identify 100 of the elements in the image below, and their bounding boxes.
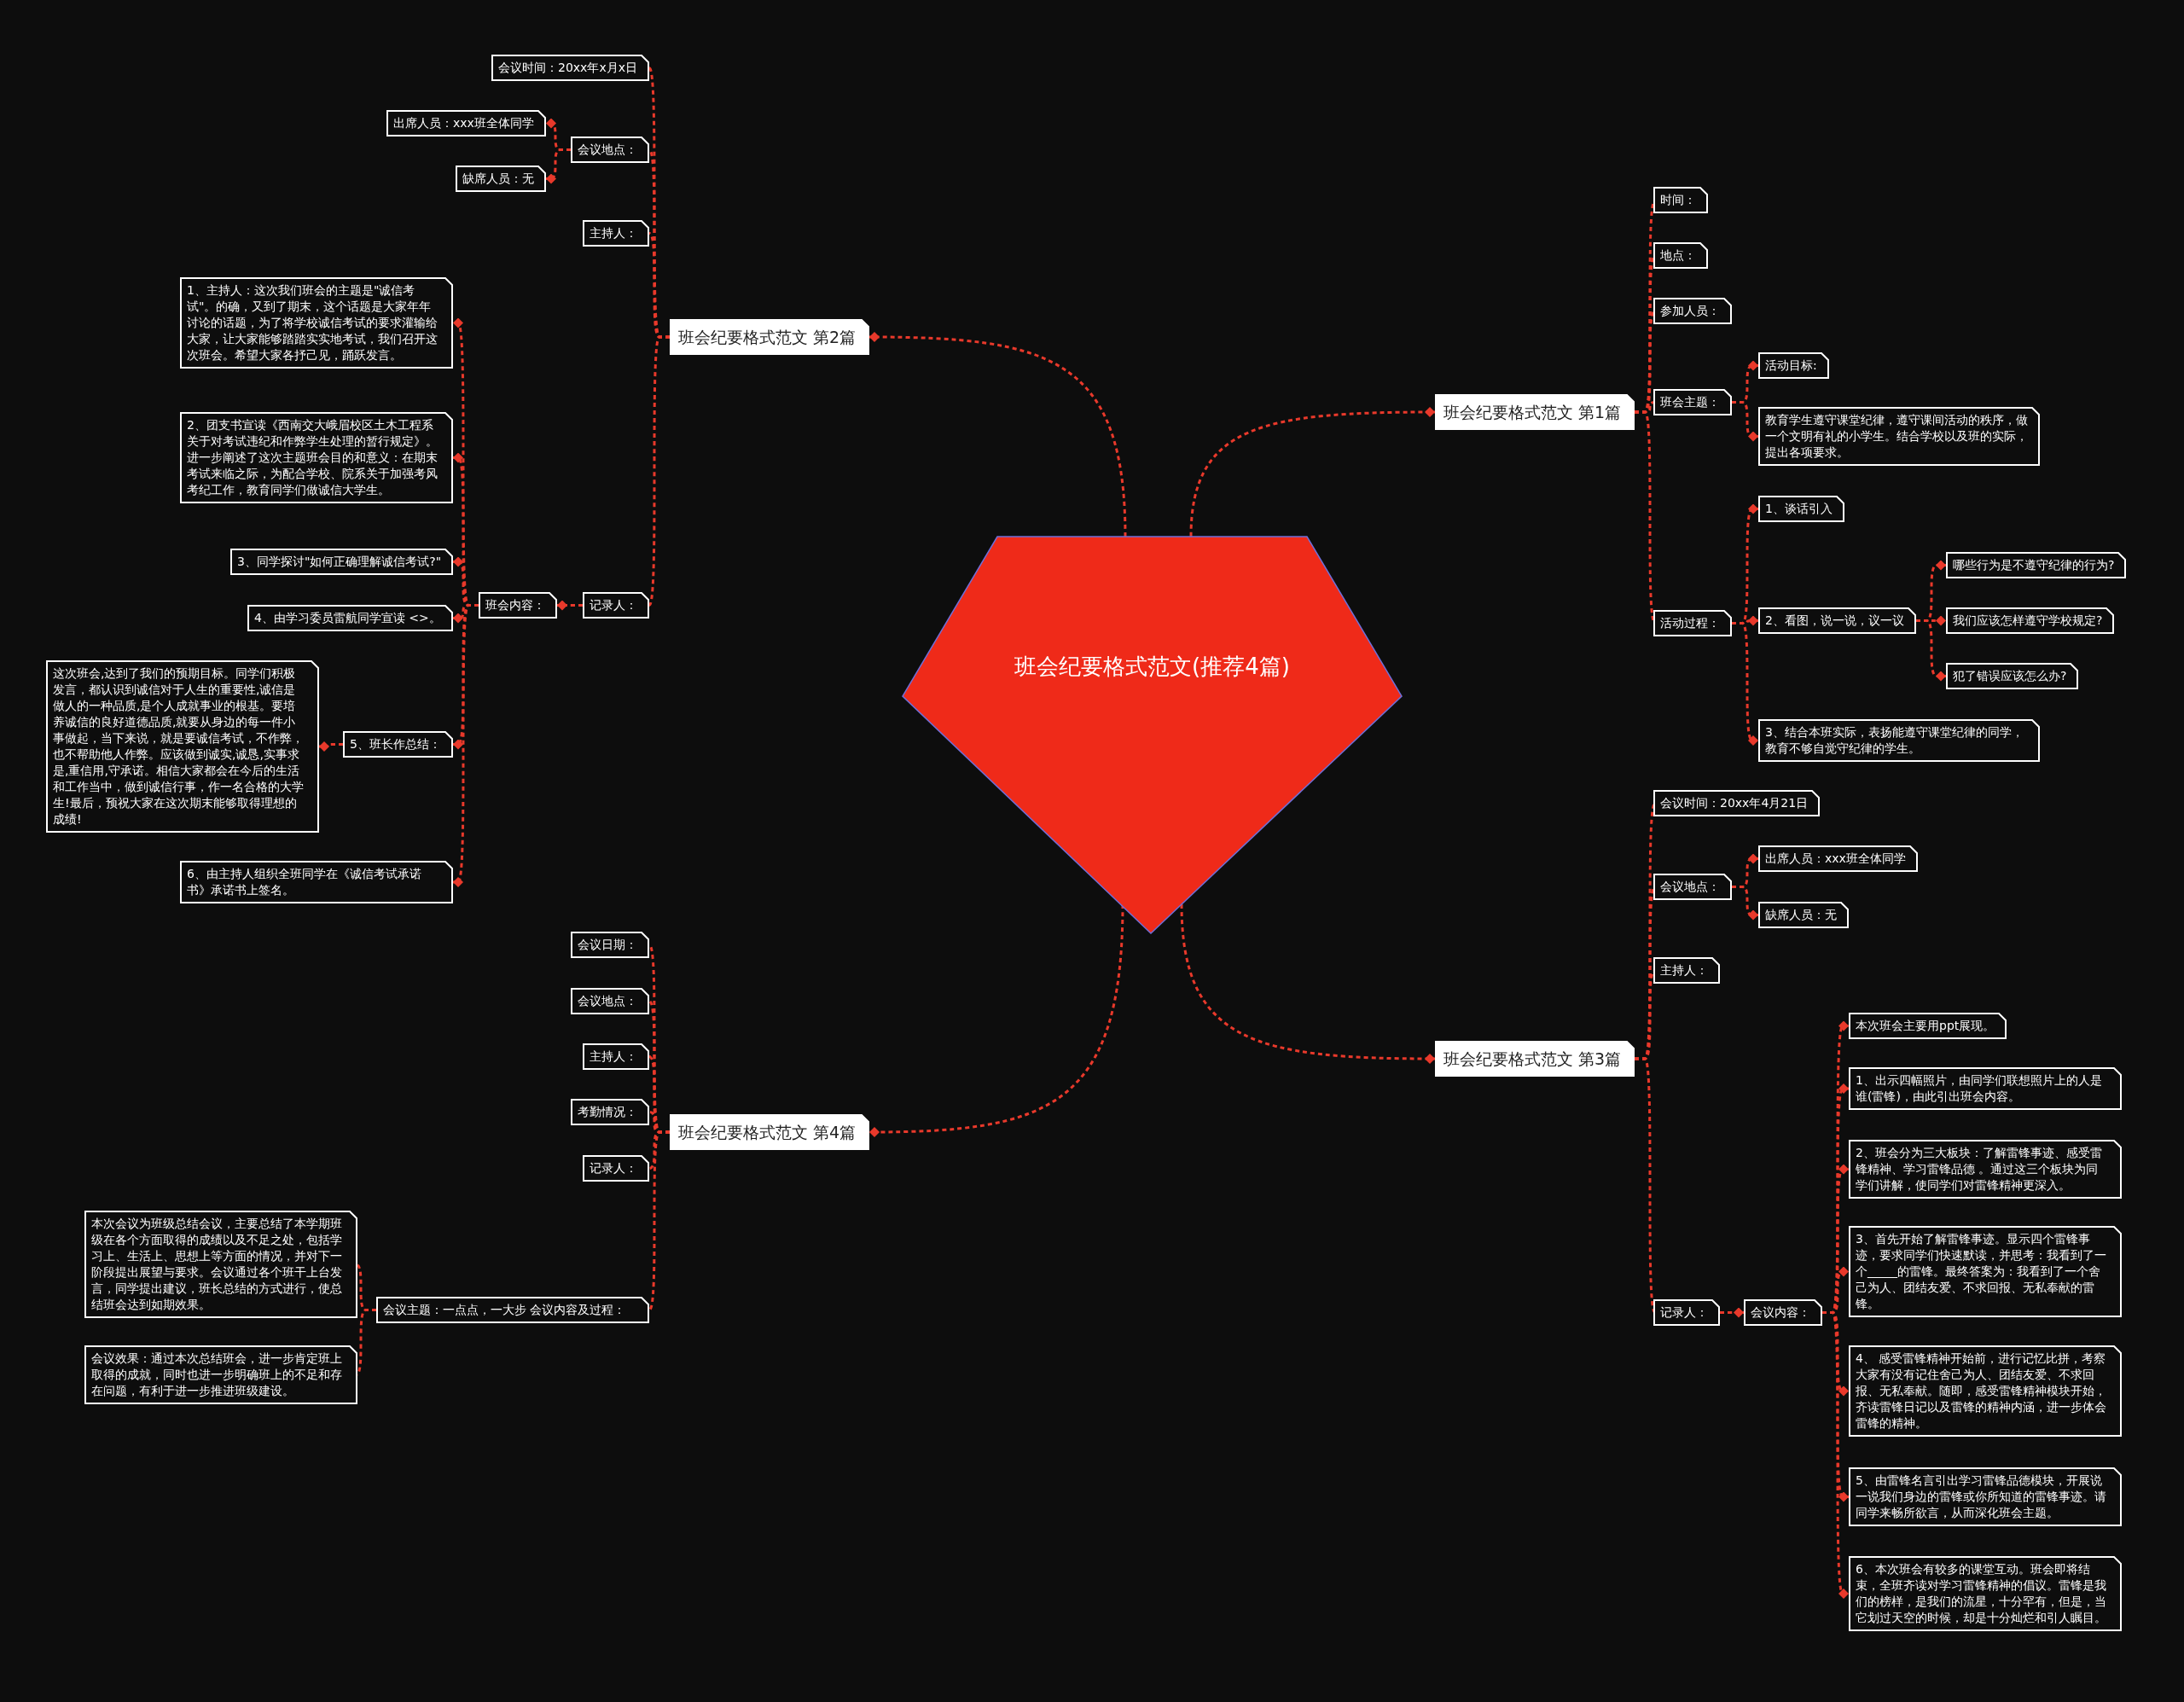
- subtopic-text: 会议地点：: [578, 142, 637, 158]
- subtopic-text: 考勤情况：: [578, 1104, 637, 1120]
- connector: [1189, 407, 1435, 537]
- subtopic-text: 主持人：: [590, 1049, 637, 1065]
- subtopic-box: [1653, 1299, 1720, 1326]
- branch-topic-text: 班会纪要格式范文 第3篇: [1443, 1049, 1622, 1069]
- subtopic-box: [571, 1099, 649, 1125]
- subtopic-box: [1946, 552, 2127, 578]
- subtopic-text: 活动目标:: [1765, 357, 1817, 374]
- subtopic-text: 会议时间：20xx年x月x日: [498, 60, 637, 76]
- subtopic-box: [1849, 1345, 2122, 1437]
- connector: [1822, 1311, 1849, 1599]
- subtopic-text: 参加人员：: [1660, 303, 1720, 319]
- subtopic-text: 2、班会分为三大板块：了解雷锋事迹、感受雷锋精神、学习雷锋品德 。通过这三个板块为同学们讲解，使同学们对雷锋精神更深入。: [1856, 1145, 2103, 1194]
- subtopic-box: [1758, 352, 1829, 379]
- subtopic-text: 班会内容：: [485, 597, 545, 613]
- branch-topic-box: [1435, 394, 1635, 430]
- connector: [1720, 1307, 1744, 1318]
- subtopic-box: [571, 988, 649, 1014]
- subtopic-box: [247, 605, 453, 631]
- subtopic-box: [343, 731, 453, 758]
- subtopic-text: 6、由主持人组织全班同学在《诚信考试承诺书》承诺书上签名。: [187, 866, 422, 898]
- subtopic-text: 班会主题：: [1660, 394, 1720, 410]
- branch-topic-text: 班会纪要格式范文 第4篇: [678, 1122, 857, 1142]
- subtopic-text: 4、由学习委员雷航同学宣读 <>。: [254, 610, 441, 626]
- subtopic-box: [1653, 242, 1708, 269]
- subtopic-text: 主持人：: [590, 225, 637, 241]
- subtopic-box: [1758, 607, 1916, 634]
- subtopic-box: [491, 55, 649, 81]
- subtopic-text: 出席人员：xxx班全体同学: [393, 115, 534, 131]
- connector: [557, 600, 583, 611]
- subtopic-box: [1946, 607, 2115, 634]
- subtopic-text: 哪些行为是不遵守纪律的行为?: [1953, 557, 2115, 573]
- subtopic-box: [1653, 187, 1708, 213]
- subtopic-text: 记录人：: [590, 1160, 637, 1176]
- subtopic-box: [571, 932, 649, 958]
- subtopic-text: 5、班长作总结：: [350, 736, 441, 752]
- subtopic-text: 教育学生遵守课堂纪律，遵守课间活动的秩序，做一个文明有礼的小学生。结合学校以及班的实际，提出各项要求。: [1765, 412, 2028, 461]
- subtopic-text: 1、主持人：这次我们班会的主题是"诚信考试"。的确，又到了期末，这个话题是大家年年讨论的话题，为了将学校诚信考试的要求灌输给大家，让大家能够踏踏实实地考试，我们召开这次班会。希望大家各抒己见，踊跃发言。: [187, 282, 439, 363]
- subtopic-text: 2、看图，说一说，议一议: [1765, 613, 1904, 629]
- subtopic-text: 缺席人员：无: [462, 171, 534, 187]
- subtopic-box: [180, 861, 453, 903]
- subtopic-text: 会议主题：一点点，一大步 会议内容及过程：: [383, 1302, 627, 1318]
- subtopic-text: 3、结合本班实际，表扬能遵守课堂纪律的同学，教育不够自觉守纪律的学生。: [1765, 724, 2024, 757]
- subtopic-box: [1653, 298, 1732, 324]
- subtopic-box: [1849, 1556, 2122, 1631]
- subtopic-text: 会议效果：通过本次总结班会，进一步肯定班上取得的成就，同时也进一步明确班上的不足和存在问题，有利于进一步推进班级建设。: [91, 1351, 343, 1399]
- subtopic-text: 3、同学探讨"如何正确理解诚信考试?": [237, 554, 442, 570]
- central-topic-text: 班会纪要格式范文(推荐4篇): [1014, 653, 1291, 681]
- subtopic-box: [230, 549, 454, 575]
- subtopic-box: [1758, 407, 2040, 466]
- connector: [319, 741, 343, 752]
- subtopic-box: [1653, 610, 1732, 636]
- connector: [1732, 622, 1758, 746]
- subtopic-box: [386, 110, 546, 137]
- subtopic-text: 1、谈话引入: [1765, 501, 1833, 517]
- subtopic-text: 缺席人员：无: [1765, 907, 1837, 923]
- subtopic-box: [479, 592, 557, 619]
- subtopic-text: 3、首先开始了解雷锋事迹。显示四个雷锋事迹，要求同学们快速默读，并思考：我看到了一个_____的雷锋。最终答案为：我看到了一个舍己为人、团结友爱、不求回报、无私奉献的雷锋。: [1856, 1231, 2107, 1312]
- subtopic-box: [583, 1043, 649, 1070]
- subtopic-text: 地点：: [1660, 247, 1696, 264]
- subtopic-box: [583, 592, 649, 619]
- connector: [869, 332, 1127, 537]
- branch-topic-text: 班会纪要格式范文 第2篇: [678, 327, 857, 347]
- subtopic-box: [1946, 663, 2079, 689]
- subtopic-text: 这次班会,达到了我们的预期目标。同学们积极发言，都认识到诚信对于人生的重要性,诚信是做人的一种品质,是个人成就事业的根基。要培养诚信的良好道德品质,就要从身边的每一件小事做起，当下来说，就是要诚信考试，不作弊，也不帮助他人作弊。应该做到诚实,诚恳,实事求是,重信用,守承诺。相信大家都会在今后的生活和工作当中，做到诚信行事，作一名合格的大学生!最后，预祝大家在这次期末能够取得理想的成绩!: [53, 665, 305, 828]
- central-topic-pentagon: [903, 537, 1402, 933]
- connector: [1732, 401, 1758, 442]
- subtopic-box: [1849, 1226, 2122, 1317]
- subtopic-text: 会议时间：20xx年4月21日: [1660, 795, 1809, 811]
- subtopic-box: [571, 137, 649, 163]
- branch-topic-box: [670, 1114, 870, 1150]
- subtopic-text: 会议日期：: [578, 937, 637, 953]
- subtopic-box: [583, 1155, 649, 1182]
- subtopic-box: [84, 1345, 357, 1404]
- subtopic-text: 主持人：: [1660, 962, 1708, 979]
- subtopic-box: [180, 277, 453, 369]
- connector: [546, 148, 571, 184]
- branch-topic-box: [1435, 1041, 1635, 1077]
- subtopic-box: [1758, 845, 1918, 872]
- subtopic-box: [1849, 1067, 2122, 1110]
- subtopic-text: 会议内容：: [1751, 1304, 1810, 1321]
- connector: [453, 604, 479, 887]
- subtopic-text: 本次班会主要用ppt展现。: [1856, 1018, 1995, 1034]
- subtopic-text: 5、由雷锋名言引出学习雷锋品德模块，开展说一说我们身边的雷锋或你所知道的雷锋事迹。请同学来畅所欲言，从而深化班会主题。: [1856, 1473, 2107, 1521]
- subtopic-box: [376, 1297, 649, 1323]
- subtopic-text: 犯了错误应该怎么办?: [1953, 668, 2067, 684]
- branch-topic-text: 班会纪要格式范文 第1篇: [1443, 402, 1622, 422]
- branch-topic-box: [670, 319, 870, 355]
- subtopic-text: 6、本次班会有较多的课堂互动。班会即将结束，全班齐读对学习雷锋精神的倡议。雷锋是我们的榜样，是我们的流星，十分罕有，但是，当它划过天空的时候，却是十分灿烂和引人瞩目。: [1856, 1561, 2107, 1626]
- subtopic-text: 2、团支书宣读《西南交大峨眉校区土木工程系关于对考试违纪和作弊学生处理的暂行规定》。进一步阐述了这次主题班会目的和意义：在期末考试来临之际，为配合学校、院系关于加强考风考纪工作，教育同学们做诚信大学生。: [187, 417, 439, 498]
- subtopic-box: [1758, 719, 2040, 762]
- subtopic-box: [583, 220, 649, 247]
- subtopic-box: [1744, 1299, 1822, 1326]
- subtopic-box: [180, 412, 453, 503]
- connector: [648, 1130, 670, 1311]
- subtopic-text: 我们应该怎样遵守学校规定?: [1953, 613, 2103, 629]
- subtopic-text: 4、 感受雷锋精神开始前，进行记忆比拼，考察大家有没有记住舍己为人、团结友爱、不求回报、无私奉献。随即，感受雷锋精神模块开始，齐读雷锋日记以及雷锋的精神内涵，进一步体会雷锋的精神。: [1856, 1351, 2107, 1432]
- connector: [1180, 903, 1435, 1064]
- subtopic-text: 1、出示四幅照片，由同学们联想照片上的人是谁(雷锋)，由此引出班会内容。: [1856, 1072, 2103, 1105]
